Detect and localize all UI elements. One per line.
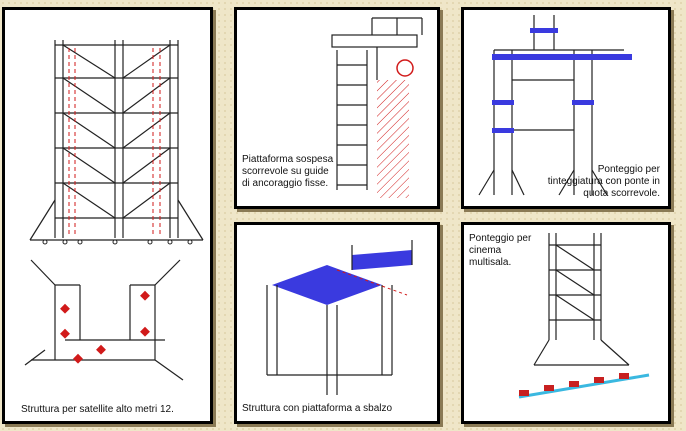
panel-cinema-scaffold: Ponteggio per cinema multisala. (461, 222, 671, 424)
panel-satellite-structure: Struttura per satellite alto metri 12. (2, 7, 213, 424)
panel-painting-scaffold: Ponteggio per tinteggiatura con ponte in… (461, 7, 671, 209)
caption-painting: Ponteggio per tinteggiatura con ponte in… (547, 164, 660, 199)
satellite-tower-drawing (24, 40, 204, 381)
caption-cinema: Ponteggio per cinema multisala. (469, 233, 532, 268)
painting-scaffold-drawing (478, 15, 632, 196)
panel-cantilever-platform: Struttura con piattaforma a sbalzo (234, 222, 440, 424)
caption-cantilever: Struttura con piattaforma a sbalzo (242, 403, 393, 414)
suspended-platform-drawing (331, 17, 423, 198)
panel-suspended-platform: Piattaforma sospesa scorrevole su guide … (234, 7, 440, 209)
caption-suspended: Piattaforma sospesa scorrevole su guide … (242, 154, 334, 189)
cinema-scaffold-drawing (518, 233, 650, 399)
caption-satellite: Struttura per satellite alto metri 12. (21, 404, 174, 415)
cantilever-platform-drawing (266, 240, 413, 395)
